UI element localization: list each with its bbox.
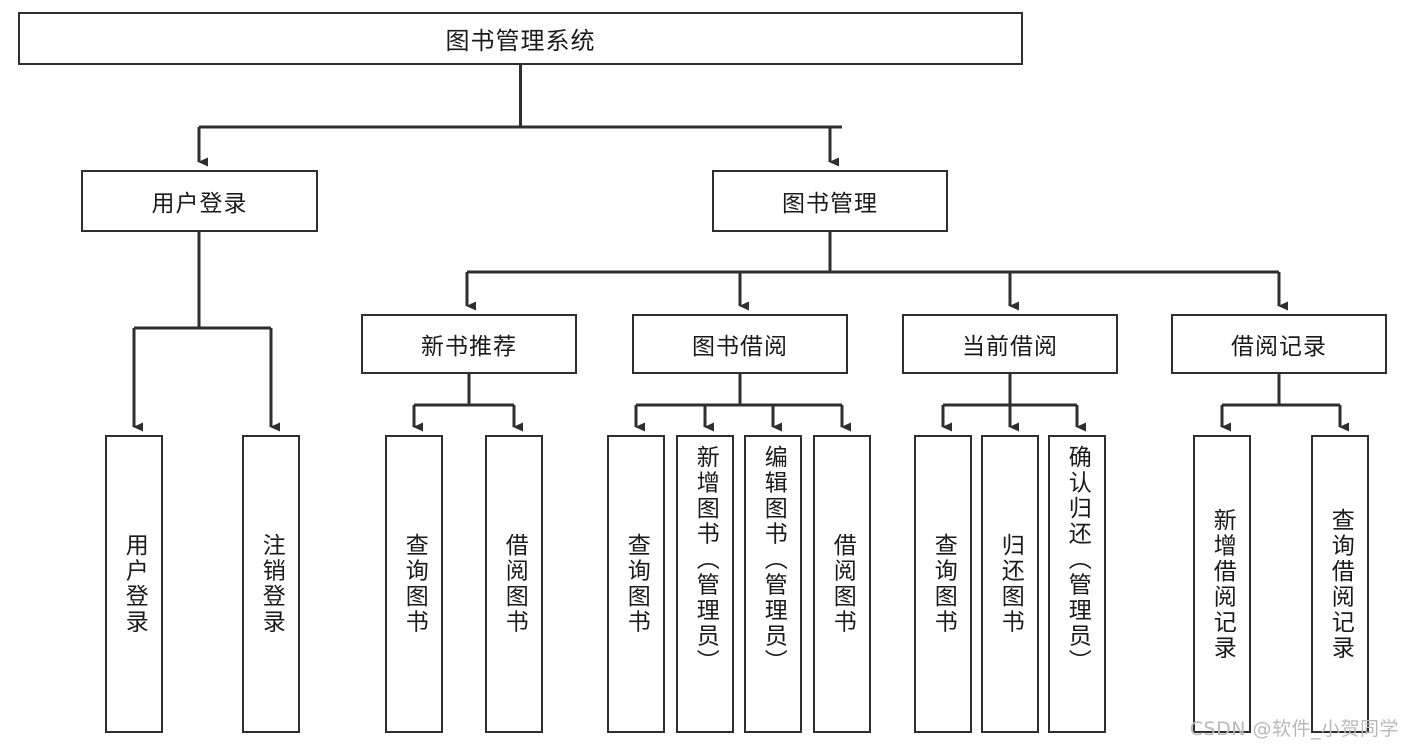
node-borrow-record[interactable]: 借阅记录 [1171, 314, 1387, 374]
leaf-current-borrow-return-book[interactable]: 归还图书 [981, 435, 1039, 733]
leaf-book-borrow-borrow-book[interactable]: 借阅图书 [813, 435, 871, 733]
node-book-management[interactable]: 图书管理 [712, 170, 948, 232]
leaf-new-book-query-book[interactable]: 查询图书 [385, 435, 443, 733]
node-new-book-recommend-label: 新书推荐 [421, 334, 517, 360]
leaf-label: 借阅图书 [829, 533, 856, 635]
leaf-user-login-signin[interactable]: 用户登录 [105, 435, 163, 733]
node-user-login-label: 用户登录 [151, 191, 248, 217]
leaf-label: 查询图书 [401, 533, 428, 635]
leaf-label: 查询图书 [623, 533, 650, 635]
leaf-label: 借阅图书 [501, 533, 528, 635]
leaf-label: 确认归还（管理员） [1064, 445, 1091, 675]
leaf-book-borrow-edit-book-admin[interactable]: 编辑图书（管理员） [744, 435, 802, 733]
node-book-borrow[interactable]: 图书借阅 [632, 314, 848, 374]
watermark-text: CSDN @软件_小贺同学 [1189, 718, 1399, 740]
node-user-login[interactable]: 用户登录 [81, 170, 318, 232]
leaf-label: 编辑图书（管理员） [760, 445, 787, 675]
node-current-borrow[interactable]: 当前借阅 [902, 314, 1118, 374]
leaf-label: 查询借阅记录 [1327, 507, 1354, 661]
leaf-current-borrow-query-book[interactable]: 查询图书 [914, 435, 972, 733]
node-book-borrow-label: 图书借阅 [692, 334, 788, 360]
node-current-borrow-label: 当前借阅 [962, 334, 1058, 360]
node-root-system[interactable]: 图书管理系统 [18, 12, 1023, 65]
leaf-label: 用户登录 [121, 533, 148, 635]
leaf-book-borrow-add-book-admin[interactable]: 新增图书（管理员） [676, 435, 734, 733]
node-root-label: 图书管理系统 [445, 27, 596, 55]
node-book-management-label: 图书管理 [782, 191, 878, 217]
leaf-borrow-record-query-record[interactable]: 查询借阅记录 [1311, 435, 1369, 733]
leaf-label: 归还图书 [997, 533, 1024, 635]
leaf-book-borrow-query-book[interactable]: 查询图书 [607, 435, 665, 733]
leaf-label: 注销登录 [258, 533, 285, 635]
leaf-user-login-signout[interactable]: 注销登录 [242, 435, 300, 733]
leaf-label: 新增图书（管理员） [692, 445, 719, 675]
leaf-label: 新增借阅记录 [1209, 507, 1236, 661]
leaf-current-borrow-confirm-return-admin[interactable]: 确认归还（管理员） [1048, 435, 1106, 733]
leaf-new-book-borrow-book[interactable]: 借阅图书 [485, 435, 543, 733]
leaf-borrow-record-add-record[interactable]: 新增借阅记录 [1193, 435, 1251, 733]
node-new-book-recommend[interactable]: 新书推荐 [361, 314, 577, 374]
node-borrow-record-label: 借阅记录 [1231, 334, 1327, 360]
leaf-label: 查询图书 [930, 533, 957, 635]
